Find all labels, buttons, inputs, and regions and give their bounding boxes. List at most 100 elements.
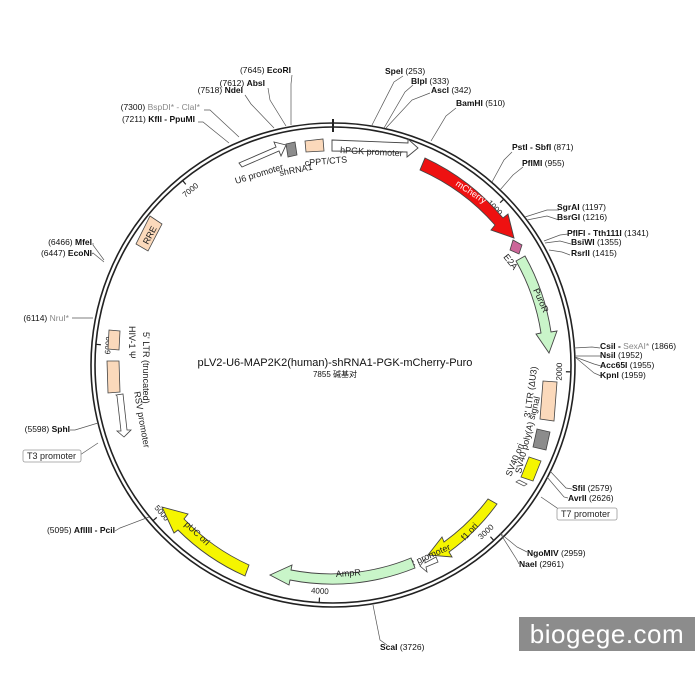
site-label-spei[interactable]: SpeI (253) <box>385 66 425 76</box>
site-label-pflfi-tth111i[interactable]: PflFI - Tth111I (1341) <box>567 228 649 238</box>
site-name: NaeI <box>519 559 537 569</box>
svg-text:HIV-1 Ψ: HIV-1 Ψ <box>127 326 137 359</box>
site-label-bamhi[interactable]: BamHI (510) <box>456 98 505 108</box>
primer-t7[interactable]: T7 promoter <box>540 496 618 521</box>
site-label-sfii[interactable]: SfiI (2579) <box>572 483 612 493</box>
site-label-csii-sexai[interactable]: CsiI - SexAI* (1866) <box>600 341 676 351</box>
site-name: PstI - SbfI <box>512 142 551 152</box>
site-label-nrui[interactable]: (6114) NruI* <box>23 313 69 323</box>
site-position: (2959) <box>559 548 586 558</box>
tick-mark <box>499 198 505 204</box>
site-position: (7612) <box>220 78 247 88</box>
feature-hiv1-psi[interactable]: HIV-1 Ψ <box>107 326 137 359</box>
site-position: (6447) <box>41 248 68 258</box>
site-position: (1415) <box>590 248 617 258</box>
site-position: (2579) <box>585 483 612 493</box>
site-label-scai[interactable]: ScaI (3726) <box>380 642 425 652</box>
site-label-rsrii[interactable]: RsrII (1415) <box>571 248 617 258</box>
site-name: ScaI <box>380 642 398 652</box>
site-label-avrii[interactable]: AvrII (2626) <box>568 493 614 503</box>
feature-ampr[interactable]: AmpR <box>268 557 416 586</box>
site-name: EcoNI <box>68 248 92 258</box>
site-name: NsiI <box>600 350 616 360</box>
site-label-econi[interactable]: (6447) EcoNI <box>41 248 92 258</box>
site-position: (7645) <box>240 65 267 75</box>
site-name: SpeI <box>385 66 403 76</box>
site-label-naei[interactable]: NaeI (2961) <box>519 559 564 569</box>
site-position: (6466) <box>48 237 75 247</box>
site-label-pflmi[interactable]: PflMI (955) <box>522 158 565 168</box>
plasmid-length: 7855 碱基对 <box>313 369 357 379</box>
tick-label: 7000 <box>181 181 201 200</box>
site-label-afliii-pcii[interactable]: (5095) AflIII - PciI <box>47 525 115 535</box>
site-label-mfei[interactable]: (6466) MfeI <box>48 237 92 247</box>
site-name: PflFI - Tth111I <box>567 228 622 238</box>
feature-cppt-cts[interactable]: cPPT/CTS <box>304 138 348 168</box>
site-label-psti-sbfi[interactable]: PstI - SbfI (871) <box>512 142 574 152</box>
site-position: (7211) <box>122 114 148 124</box>
site-label-sgrai[interactable]: SgrAI (1197) <box>557 202 606 212</box>
site-label-asci[interactable]: AscI (342) <box>431 85 471 95</box>
svg-text:AmpR: AmpR <box>335 567 361 579</box>
site-name: EcoRI <box>267 65 291 75</box>
feature-mcherry[interactable]: mCherry <box>419 157 515 239</box>
site-position: (5095) <box>47 525 74 535</box>
site-name: BamHI <box>456 98 483 108</box>
feature-5-ltr[interactable]: 5' LTR (truncated) <box>106 332 151 404</box>
site-position: (510) <box>483 98 505 108</box>
site-label-bsrgi[interactable]: BsrGI (1216) <box>557 212 607 222</box>
site-position: (342) <box>449 85 471 95</box>
site-name: NdeI <box>225 85 243 95</box>
site-label-ndei[interactable]: (7518) NdeI <box>198 85 243 95</box>
site-label-ngomiv[interactable]: NgoMIV (2959) <box>527 548 586 558</box>
site-name: KflI - PpuMI <box>148 114 195 124</box>
site-position: (1952) <box>616 350 643 360</box>
site-name: BsrGI <box>557 212 580 222</box>
site-label-kpni[interactable]: KpnI (1959) <box>600 370 646 380</box>
plasmid-name: pLV2-U6-MAP2K2(human)-shRNA1-PGK-mCherry… <box>198 357 473 369</box>
primers: T3 promoter T7 promoter <box>22 442 618 521</box>
primer-t3[interactable]: T3 promoter <box>22 442 99 463</box>
site-position: (253) <box>403 66 425 76</box>
site-label-nsii[interactable]: NsiI (1952) <box>600 350 643 360</box>
site-label-bsiwi[interactable]: BsiWI (1355) <box>571 237 622 247</box>
site-name: SgrAI <box>557 202 580 212</box>
site-name: RsrII <box>571 248 590 258</box>
site-label-bspdi-clai[interactable]: (7300) BspDI* - ClaI* <box>121 102 201 112</box>
site-name: AbsI <box>247 78 265 88</box>
site-position: (1216) <box>580 212 607 222</box>
site-position: (2961) <box>537 559 564 569</box>
svg-text:cPPT/CTS: cPPT/CTS <box>304 154 347 168</box>
site-position: (871) <box>551 142 573 152</box>
tick-label: 4000 <box>311 586 330 596</box>
site-label-sphi[interactable]: (5598) SphI <box>25 424 70 434</box>
site-label-ecori[interactable]: (7645) EcoRI <box>240 65 291 75</box>
site-name: AscI <box>431 85 449 95</box>
feature-hpgk-promoter[interactable]: hPGK promoter <box>331 137 419 158</box>
feature-u6-promoter[interactable]: U6 promoter <box>234 141 287 186</box>
site-position: (1866) <box>649 341 676 351</box>
site-label-absi[interactable]: (7612) AbsI <box>220 78 265 88</box>
site-position: (955) <box>542 158 564 168</box>
svg-text:hPGK promoter: hPGK promoter <box>340 145 403 158</box>
site-label-blpi[interactable]: BlpI (333) <box>411 76 449 86</box>
site-name: NgoMIV <box>527 548 559 558</box>
site-label-acc65i[interactable]: Acc65I (1955) <box>600 360 655 370</box>
tick-mark <box>489 536 495 541</box>
site-position: (7300) <box>121 102 148 112</box>
svg-text:5' LTR (truncated): 5' LTR (truncated) <box>141 332 151 404</box>
site-name: PflMI <box>522 158 542 168</box>
site-name: MfeI <box>75 237 92 247</box>
site-position: (3726) <box>398 642 425 652</box>
center-title: pLV2-U6-MAP2K2(human)-shRNA1-PGK-mCherry… <box>198 357 473 379</box>
site-labels: (7645) EcoRI(7612) AbsI(7518) NdeI(7300)… <box>23 65 676 652</box>
site-name: AflIII - PciI <box>74 525 115 535</box>
svg-text:T3 promoter: T3 promoter <box>27 451 76 461</box>
tick-mark <box>152 516 158 522</box>
site-position: (7518) <box>198 85 225 95</box>
site-position: (2626) <box>587 493 614 503</box>
feature-rre[interactable]: RRE <box>135 215 163 252</box>
site-leaders <box>70 74 602 646</box>
site-name: BsiWI <box>571 237 595 247</box>
site-label-kfli-ppumi[interactable]: (7211) KflI - PpuMI <box>122 114 195 124</box>
